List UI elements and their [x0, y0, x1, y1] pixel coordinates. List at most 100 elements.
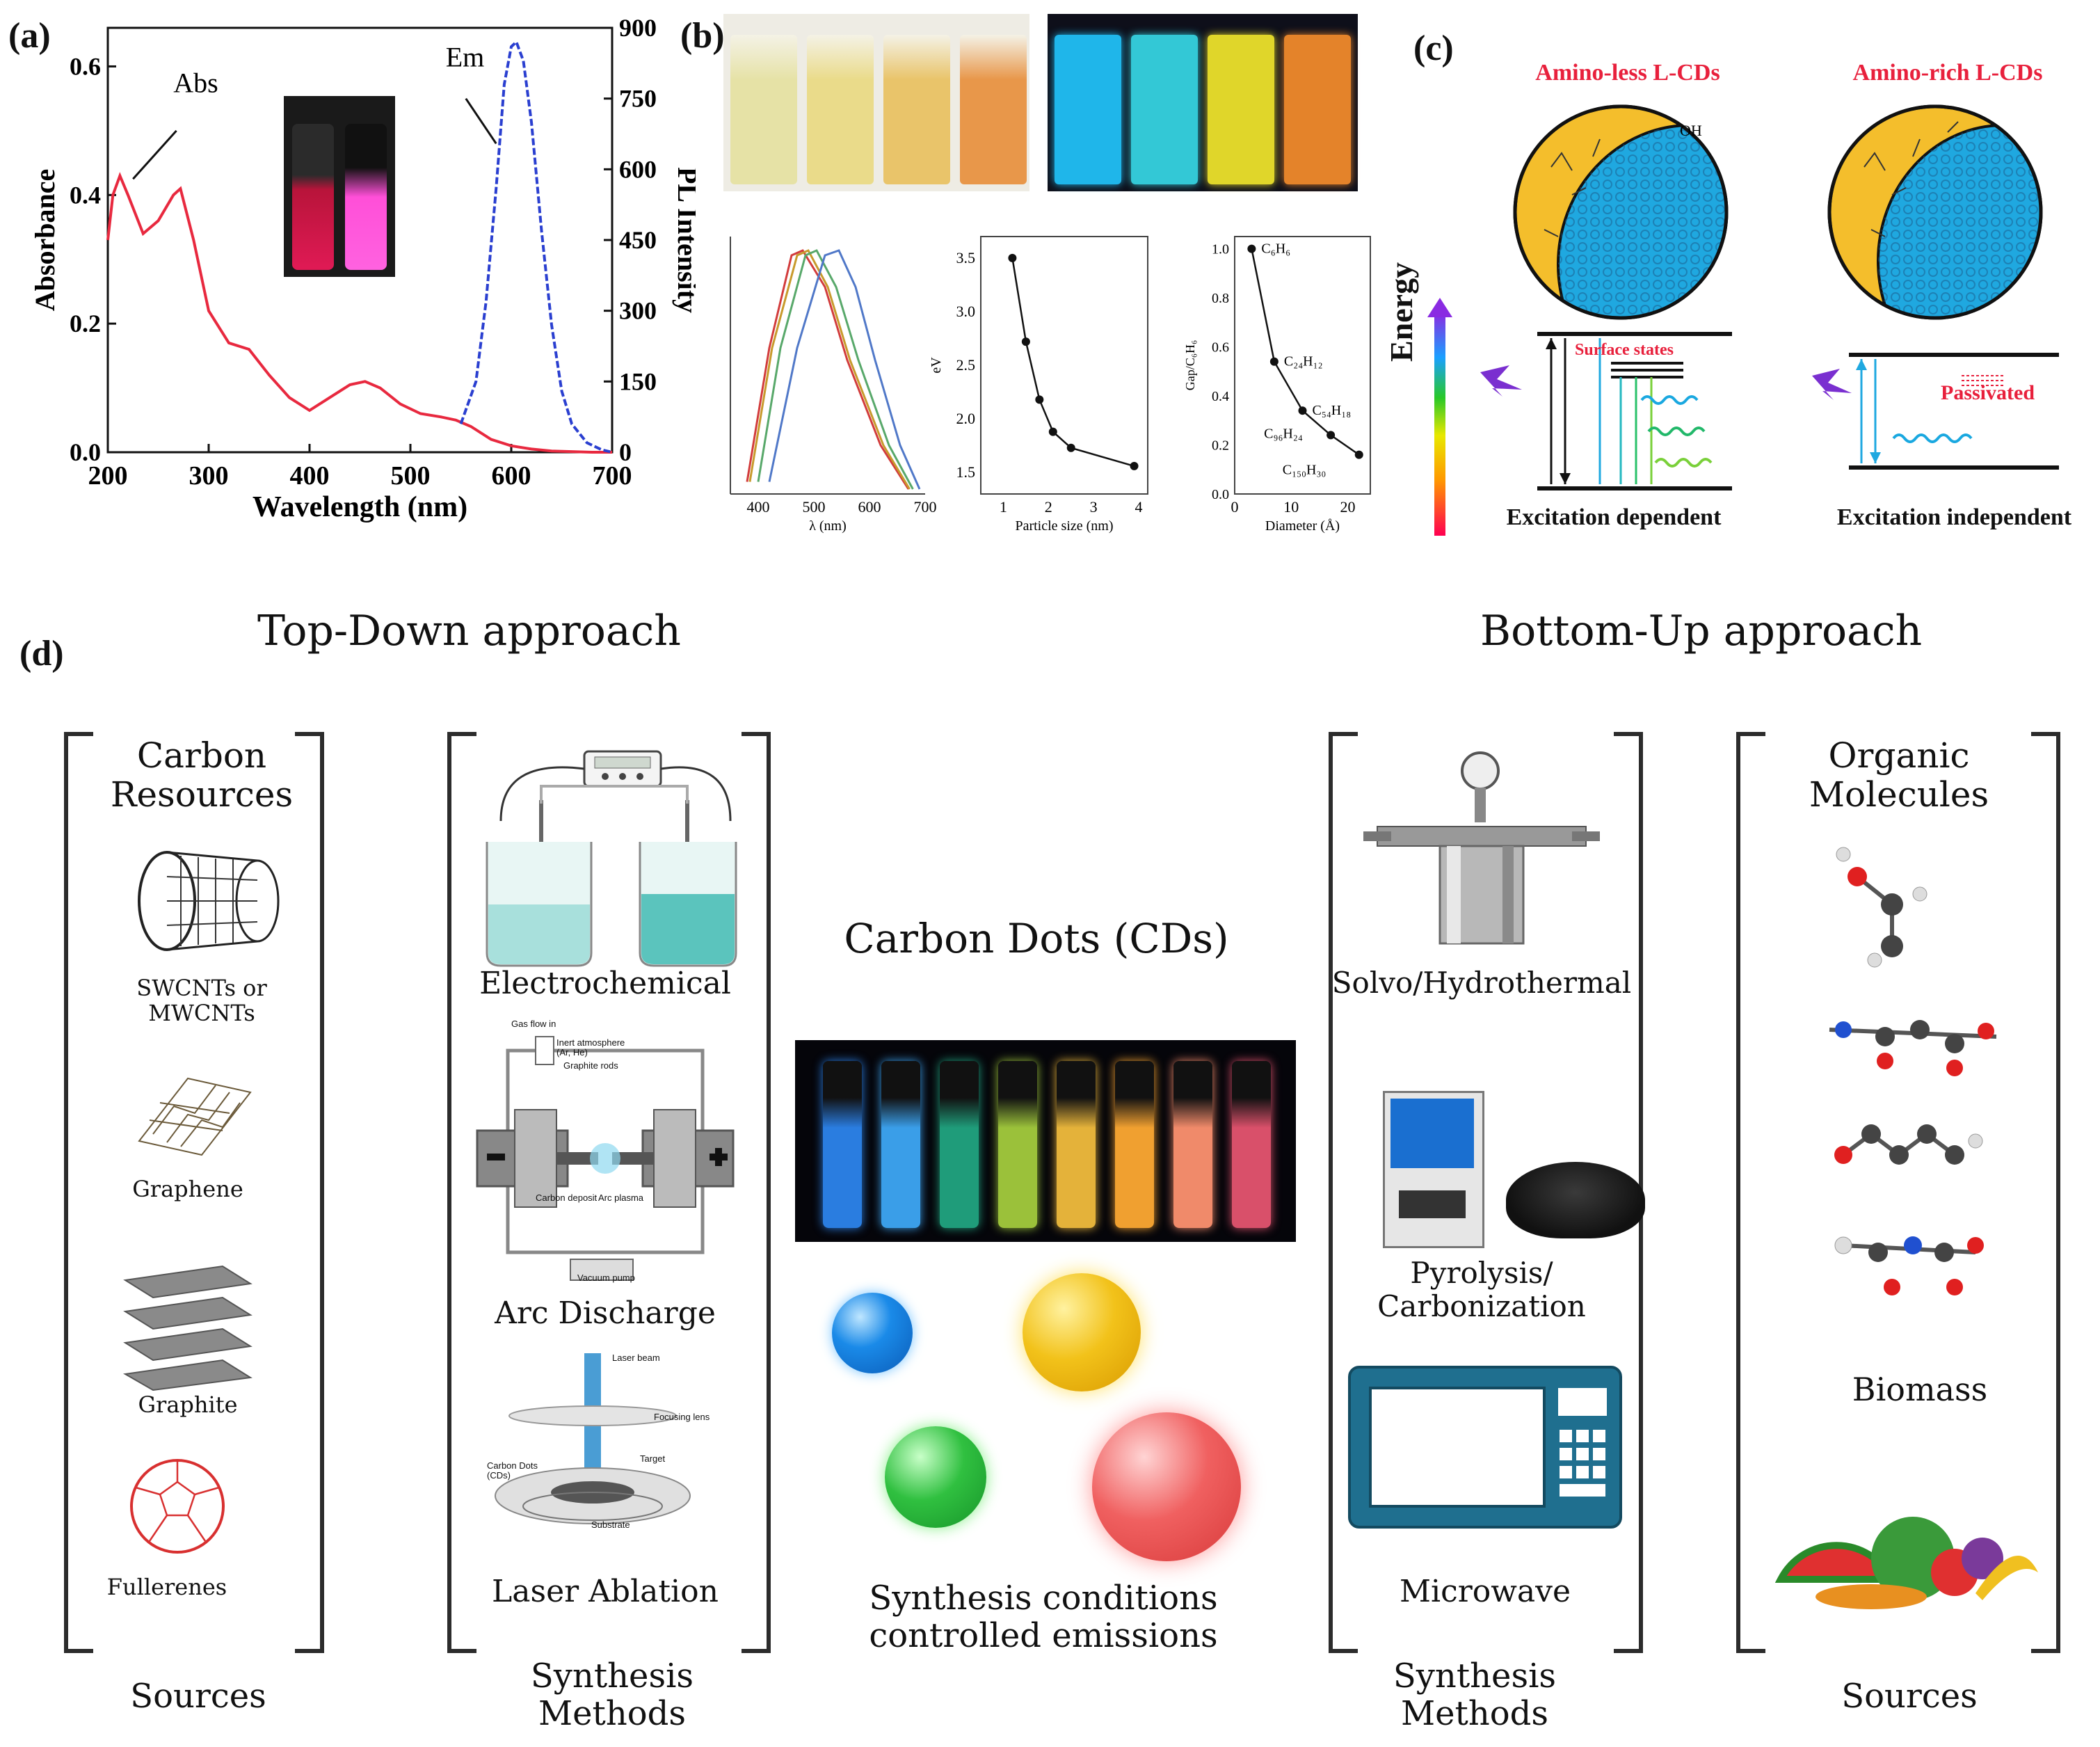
laser-callout-label: Carbon Dots (CDs): [487, 1460, 538, 1481]
size-point: [1021, 337, 1030, 346]
series-line-em: [459, 39, 613, 454]
red-sphere: [1092, 1412, 1241, 1561]
laser-callout-label: Substrate: [591, 1519, 630, 1530]
size-plot-frame: [980, 236, 1148, 495]
yellow-sphere: [1023, 1273, 1141, 1391]
panel-label-d: (d): [19, 634, 64, 673]
spectra-x-tick-label: 600: [858, 498, 881, 516]
organic-molecule-models: [1829, 847, 1997, 1295]
vial: [1131, 35, 1198, 184]
diameter-point: [1247, 244, 1256, 253]
x-tick-label: 700: [593, 461, 632, 490]
diameter-x-tick-label: 0: [1231, 498, 1239, 516]
amino-rich-title: Amino-rich L-CDs: [1852, 60, 2043, 86]
spectra-x-tick-label: 400: [747, 498, 770, 516]
panel-label-b: (b): [680, 16, 725, 56]
bracket-methods-right-open: [1329, 732, 1358, 1653]
bracket-sources-right-close: [2031, 732, 2060, 1653]
diameter-x-tick-label: 10: [1283, 498, 1299, 516]
furnace-icon: [1383, 1091, 1484, 1248]
laser-callout-label: Target: [640, 1453, 666, 1464]
y-right-tick-label: 750: [619, 85, 657, 113]
y-right-tick-label: 600: [619, 155, 657, 183]
size-y-tick-label: 1.5: [956, 463, 976, 481]
em-arrow: [465, 97, 497, 145]
size-x-tick-label: 2: [1045, 498, 1052, 516]
spectrum-line: [748, 249, 911, 490]
panel-a-inset-photo: [284, 96, 395, 277]
diameter-plot-frame: [1234, 236, 1371, 495]
cd-vial: [1232, 1061, 1271, 1228]
diameter-y-tick-label: 0.2: [1212, 438, 1229, 454]
bottom-up-title: Bottom-Up approach: [1480, 607, 1923, 655]
molecule-model-2: [1829, 1020, 1997, 1076]
size-point: [1035, 395, 1044, 404]
abs-arrow: [132, 129, 177, 180]
diameter-y-tick-label: 0.0: [1212, 487, 1229, 502]
energy-arrow: [1427, 298, 1452, 536]
panel-label-c: (c): [1413, 29, 1454, 68]
bracket-sources-left-open: [64, 732, 93, 1653]
arc-callout-label: Inert atmosphere (Ar, He): [556, 1037, 625, 1058]
vial: [883, 35, 950, 184]
arc-discharge-apparatus-icon: [476, 1036, 735, 1281]
size-point: [1130, 461, 1139, 470]
fullerenes-label: Fullerenes: [106, 1574, 227, 1600]
top-down-title: Top-Down approach: [257, 607, 681, 655]
diameter-point-label: C₉₆H₂₄: [1264, 426, 1303, 441]
y-right-tick-label: 150: [619, 367, 657, 395]
laser-ablation-icon: [495, 1353, 691, 1524]
diameter-x-tick-label: 20: [1340, 498, 1356, 516]
energy-label: Energy: [1384, 262, 1419, 362]
size-x-tick-label: 4: [1135, 498, 1143, 516]
cd-vial: [998, 1061, 1037, 1228]
bracket-sources-left-close: [295, 732, 324, 1653]
diameter-point: [1298, 406, 1307, 415]
spectrum-line: [757, 249, 914, 490]
cd-vial: [823, 1061, 862, 1228]
y-right-axis-label: PL Intensity: [672, 167, 696, 313]
cd-vial: [940, 1061, 979, 1228]
surface-states-label: Surface states: [1575, 341, 1674, 359]
spectra-x-axis-label: λ (nm): [809, 518, 847, 534]
amino-less-title: Amino-less L-CDs: [1535, 60, 1720, 86]
graphene-icon: [138, 1077, 252, 1156]
electrochemical-label: Electrochemical: [479, 966, 731, 1001]
vial: [807, 35, 874, 184]
diameter-line: [1251, 248, 1360, 456]
swcnt-label: SWCNTs or MWCNTs: [136, 975, 267, 1026]
abs-annotation: Abs: [173, 67, 218, 98]
y-right-tick-label: 450: [619, 226, 657, 254]
excitation-dependent-caption: Excitation dependent: [1506, 504, 1722, 530]
nanotube-icon: [138, 851, 280, 951]
excitation-independent-caption: Excitation independent: [1836, 504, 2072, 530]
green-sphere: [885, 1426, 986, 1528]
fullerene-icon: [130, 1459, 225, 1554]
carbon-resources-label: Carbon Resources: [110, 735, 294, 815]
spectra-x-tick-label: 500: [803, 498, 826, 516]
diameter-y-tick-label: 0.6: [1212, 340, 1229, 356]
diameter-point-label: C₂₄H₁₂: [1284, 354, 1323, 369]
size-y-tick-label: 2.0: [956, 410, 976, 427]
bracket-methods-left-open: [447, 732, 476, 1653]
sources-right-label: Sources: [1841, 1677, 1978, 1716]
vial: [1208, 35, 1274, 184]
series-line-abs: [106, 172, 612, 454]
y-right-tick-label: 900: [619, 14, 657, 42]
synthesis-conditions-label: Synthesis conditions controlled emission…: [869, 1579, 1218, 1655]
size-point: [1008, 253, 1017, 262]
molecule-model-4: [1834, 1236, 1984, 1295]
arc-callout-label: Graphite rods: [563, 1060, 618, 1071]
electrochemical-cell-icon: [486, 750, 737, 967]
cd-vial: [1115, 1061, 1154, 1228]
graphene-label: Graphene: [132, 1176, 243, 1202]
diameter-y-tick-label: 0.8: [1212, 291, 1229, 306]
left-energy-diagram: [1480, 332, 1732, 490]
size-point: [1048, 427, 1057, 436]
cd-vial: [1057, 1061, 1096, 1228]
vial-uv: [345, 124, 387, 270]
diameter-point: [1326, 431, 1336, 440]
x-tick-label: 500: [391, 461, 431, 490]
arc-discharge-label: Arc Discharge: [495, 1295, 716, 1331]
y-left-tick-label: 0.2: [70, 310, 101, 337]
